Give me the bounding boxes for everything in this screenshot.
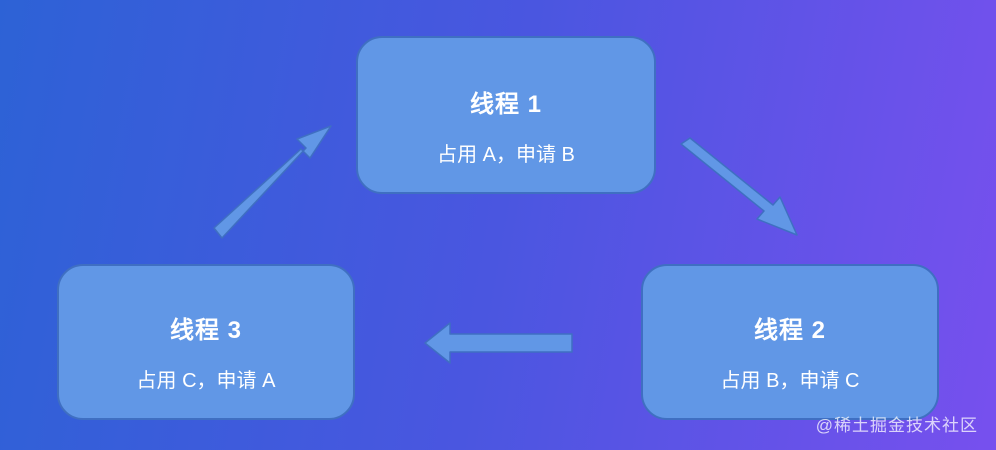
thread-1-node: 线程 1 占用 A，申请 B: [356, 36, 656, 194]
thread-1-desc: 占用 A，申请 B: [437, 144, 575, 166]
watermark: @稀土掘金技术社区: [815, 416, 978, 435]
thread-3-node: 线程 3 占用 C，申请 A: [57, 264, 355, 420]
arrow-thread3-to-thread1: [213, 125, 332, 239]
thread-1-title: 线程 1: [469, 91, 542, 118]
thread-2-node: 线程 2 占用 B，申请 C: [641, 264, 939, 420]
thread-3-desc: 占用 C，申请 A: [136, 370, 276, 392]
arrow-thread1-to-thread2: [680, 137, 798, 236]
thread-3-title: 线程 3: [169, 317, 242, 344]
arrow-thread2-to-thread3: [424, 322, 573, 364]
thread-2-title: 线程 2: [753, 317, 826, 344]
thread-2-desc: 占用 B，申请 C: [720, 370, 860, 392]
